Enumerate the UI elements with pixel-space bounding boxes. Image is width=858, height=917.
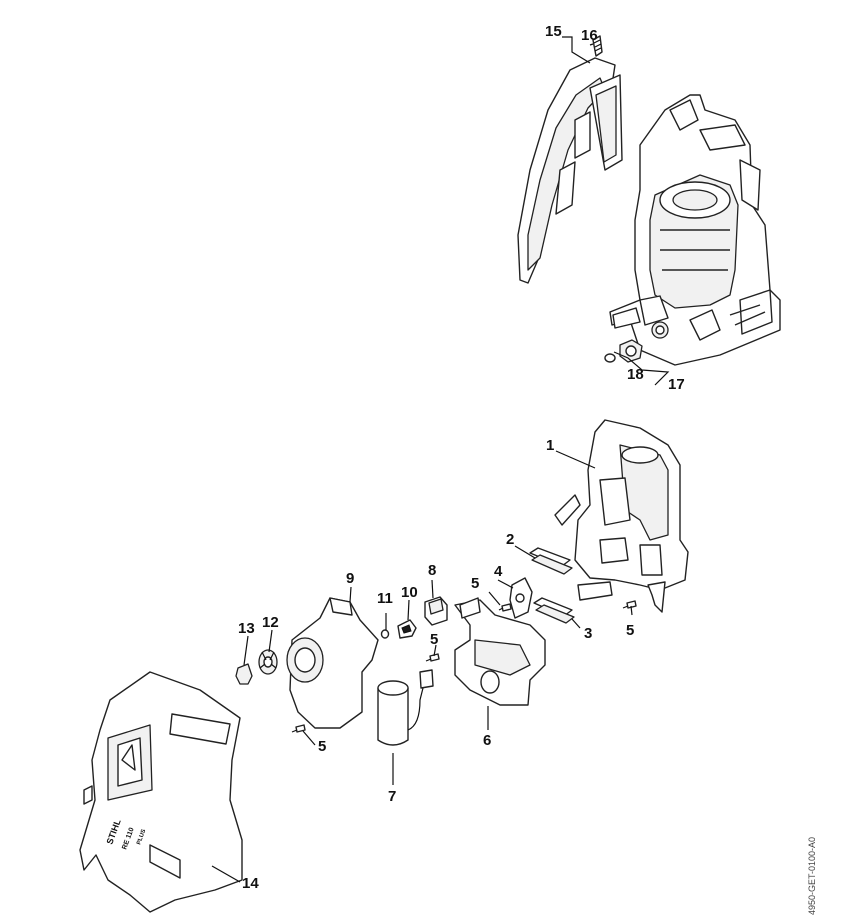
side-handle-part-15 [517,57,623,284]
bracket-part-3 [533,597,575,624]
o-ring-part-18 [604,353,616,363]
callout-12: 12 [262,614,279,631]
screw-part-5 [498,603,512,612]
document-code: 4950-GET-0100-A0 [807,837,817,915]
cover-plus-text: PLUS [136,829,147,846]
screw-part-5 [291,724,306,733]
bracket-part-2 [529,547,573,575]
callout-10: 10 [401,584,418,601]
capacitor-part-7 [377,669,434,746]
callout-5-middle: 5 [430,631,438,648]
callout-5-lower: 5 [318,738,326,755]
switch-part-8 [424,596,448,626]
callout-7: 7 [388,788,396,805]
callout-15: 15 [545,23,562,40]
screw-part-5 [425,653,440,662]
bracket-part-6 [454,597,546,706]
screw-part-5 [622,600,637,609]
callout-5-right: 5 [626,622,634,639]
callout-2: 2 [506,531,514,548]
callout-1: 1 [546,437,554,454]
callout-5-upper: 5 [471,575,479,592]
cover-part-9 [286,597,379,729]
clamp-part-4 [509,577,533,619]
callout-labels: 15 16 18 17 1 2 8 9 10 11 4 5 5 5 5 3 13… [238,23,685,892]
callout-3: 3 [584,625,592,642]
screw-part-16 [592,35,603,57]
callout-8: 8 [428,562,436,579]
callout-17: 17 [668,376,685,393]
callout-4: 4 [494,563,503,580]
callout-11: 11 [377,590,393,607]
outer-cover-part-14: STIHL RE 110 PLUS [79,671,243,913]
motor-pump-housing [609,94,781,366]
leader-lines [211,36,670,883]
callout-14: 14 [242,875,259,892]
callout-16: 16 [581,27,598,44]
cap-part-13 [235,663,253,685]
plug-part-10 [397,619,417,639]
callout-9: 9 [346,570,354,587]
fan-part-12 [258,649,278,675]
fitting-part-17 [619,339,643,363]
callout-6: 6 [483,732,491,749]
callout-13: 13 [238,620,255,637]
callout-18: 18 [627,366,644,383]
frame-part-1 [554,419,689,613]
ring-part-11 [380,629,390,639]
